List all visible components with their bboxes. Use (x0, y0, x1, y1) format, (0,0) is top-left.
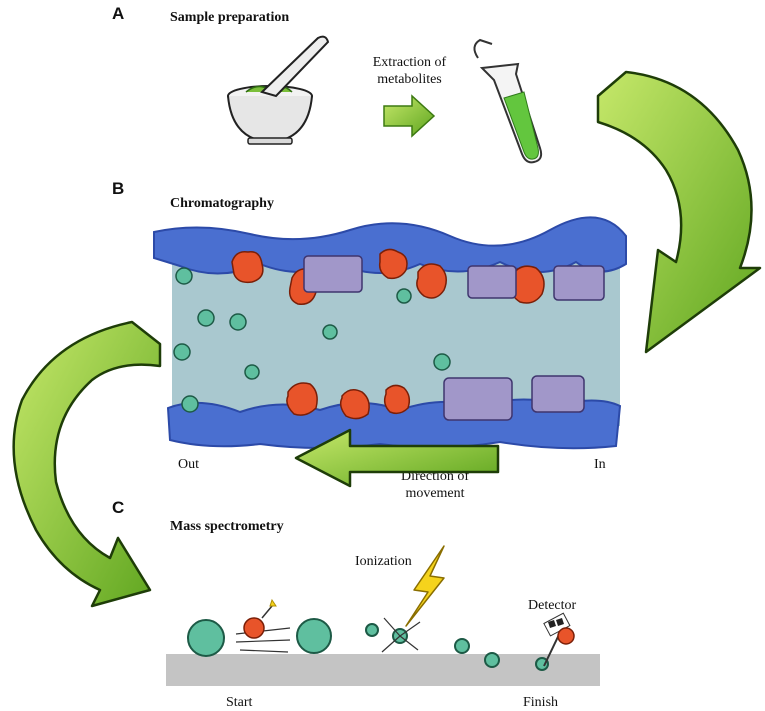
extraction-label: Extraction of metabolites (372, 55, 447, 87)
mortar-and-pestle-icon (227, 35, 330, 145)
curved-arrow-a-to-b (596, 70, 762, 354)
panel-c-title: Mass spectrometry (170, 519, 284, 534)
flight-track (166, 654, 600, 686)
explosion-burst-icon (381, 617, 421, 653)
finish-label: Finish (523, 695, 559, 710)
sample-tube-icon (473, 38, 543, 164)
panel-a-letter: A (112, 4, 125, 23)
extraction-arrow-icon (383, 94, 436, 138)
panel-a-title: Sample preparation (170, 10, 290, 25)
ionization-label: Ionization (355, 554, 412, 569)
start-label: Start (226, 695, 253, 710)
direction-arrow (294, 428, 500, 488)
bound-molecules-purple (303, 255, 605, 421)
panel-b-title: Chromatography (170, 196, 274, 211)
curved-arrow-b-to-c (12, 320, 162, 608)
panel-c-letter: C (112, 498, 125, 517)
lightning-icon (405, 545, 445, 627)
checkered-flag-icon (543, 612, 575, 667)
column-out-label: Out (178, 457, 199, 472)
detector-label: Detector (528, 598, 577, 613)
free-molecules-teal (173, 267, 451, 413)
bomb-molecule-icon (243, 598, 277, 639)
column-in-label: In (594, 457, 606, 472)
panel-b-letter: B (112, 179, 125, 198)
